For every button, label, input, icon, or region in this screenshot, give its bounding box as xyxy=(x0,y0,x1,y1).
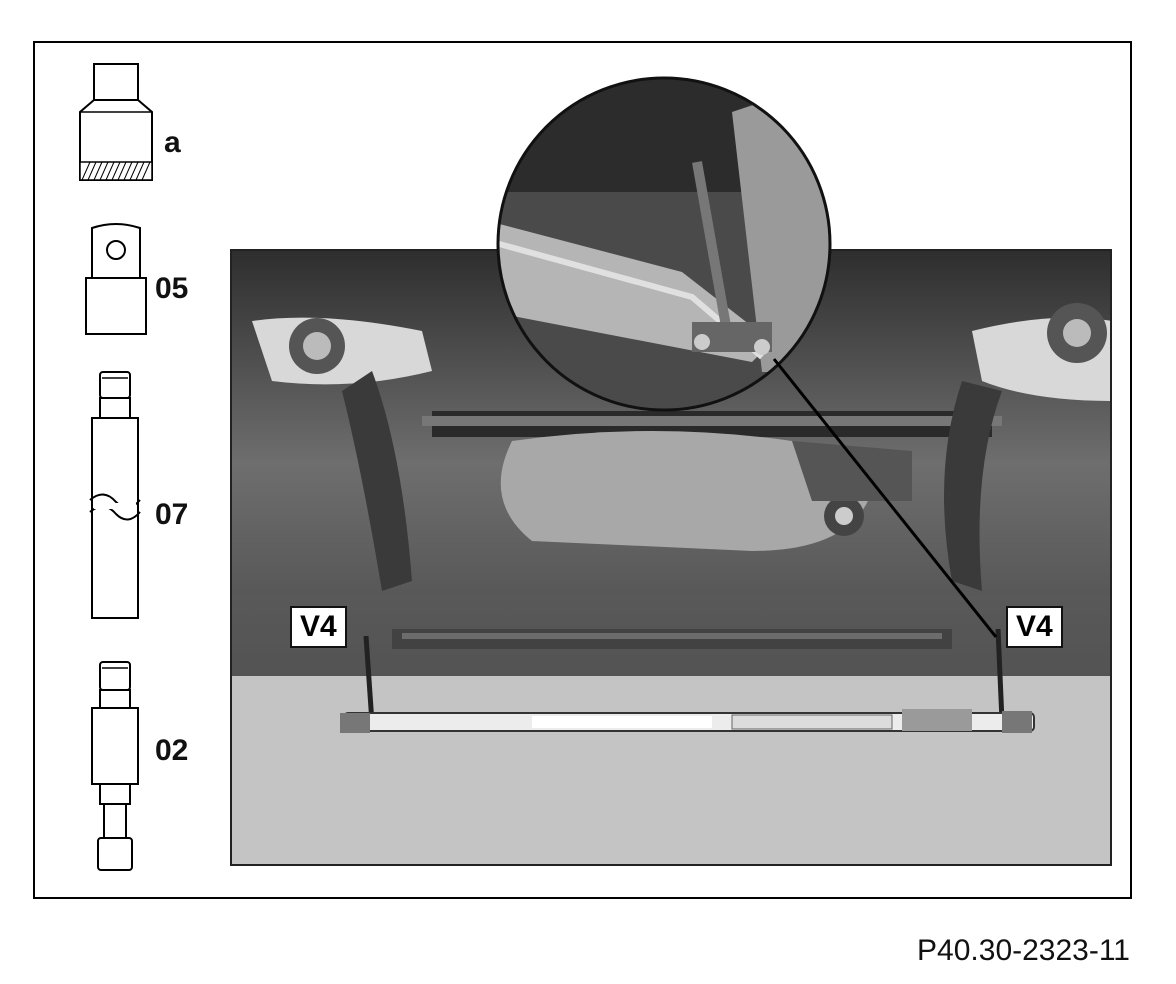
leader-line xyxy=(772,358,998,638)
detail-magnifier xyxy=(492,72,852,422)
extension-tool-07-icon xyxy=(86,370,150,622)
adapter-tool-02-icon xyxy=(86,660,150,874)
adapter-tool-05-icon xyxy=(84,220,154,338)
tool-label-07: 07 xyxy=(155,498,189,531)
callout-v4-left: V4 xyxy=(290,606,347,648)
socket-tool-a-icon xyxy=(74,62,164,184)
callout-v4-right: V4 xyxy=(1006,606,1063,648)
tool-label-05: 05 xyxy=(155,272,189,305)
tool-label-02: 02 xyxy=(155,734,189,767)
tool-label-a: a xyxy=(164,126,181,159)
figure-code: P40.30-2323-11 xyxy=(917,934,1130,967)
